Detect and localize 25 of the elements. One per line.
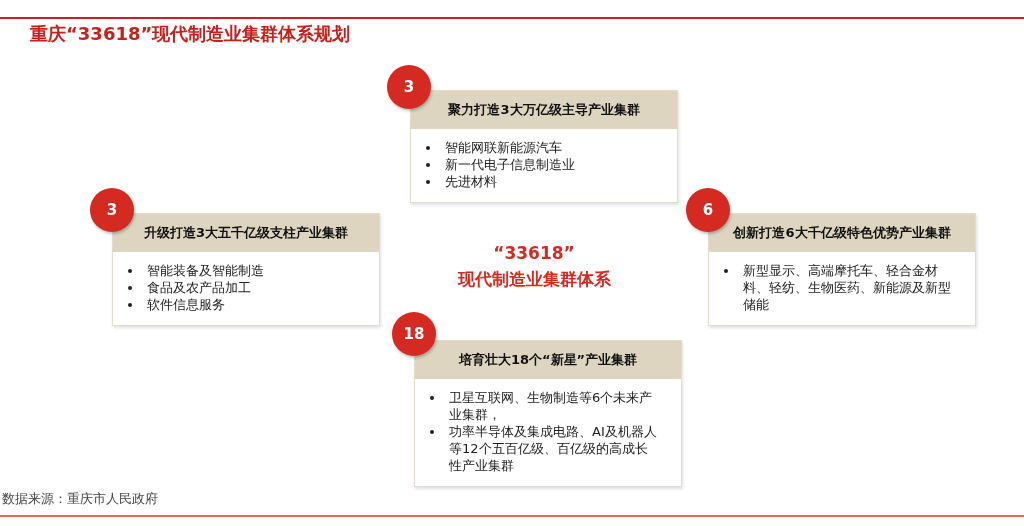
- bullet-text: 软件信息服务: [147, 297, 225, 312]
- cluster-card: [708, 213, 976, 326]
- card-heading: 聚力打造3大万亿级主导产业集群: [411, 91, 677, 129]
- center-heading: 现代制造业集群体系: [456, 268, 612, 291]
- bullet-text: 卫星互联网、生物制造等6个未来产业集群，: [449, 390, 653, 422]
- cluster-card: [112, 213, 380, 326]
- center-heading: “33618”: [492, 243, 576, 263]
- bullet-text: 智能装备及智能制造: [147, 263, 264, 278]
- card-heading: 创新打造6大千亿级特色优势产业集群: [709, 214, 975, 252]
- source-note: 数据来源：重庆市人民政府: [2, 490, 158, 508]
- bullet-text: 功率半导体及集成电路、AI及机器人等12个五百亿级、百亿级的高成长性产业集群: [449, 424, 657, 473]
- number-badge: 18: [392, 312, 436, 356]
- cluster-card: [410, 90, 678, 203]
- bullet-text: 先进材料: [445, 174, 497, 189]
- card-heading: 升级打造3大五千亿级支柱产业集群: [113, 214, 379, 252]
- cluster-card: [414, 340, 682, 487]
- bullet-text: 智能网联新能源汽车: [445, 140, 562, 155]
- bullet-text: 新一代电子信息制造业: [445, 157, 575, 172]
- title: 重庆“33618”现代制造业集群体系规划: [30, 22, 351, 46]
- number-badge: 6: [686, 188, 730, 232]
- number-badge: 3: [90, 188, 134, 232]
- card-heading: 培育壮大18个“新星”产业集群: [415, 341, 681, 379]
- bullet-text: 新型显示、高端摩托车、轻合金材料、轻纺、生物医药、新能源及新型储能: [743, 263, 951, 312]
- number-badge: 3: [387, 65, 431, 109]
- bullet-text: 食品及农产品加工: [147, 280, 251, 295]
